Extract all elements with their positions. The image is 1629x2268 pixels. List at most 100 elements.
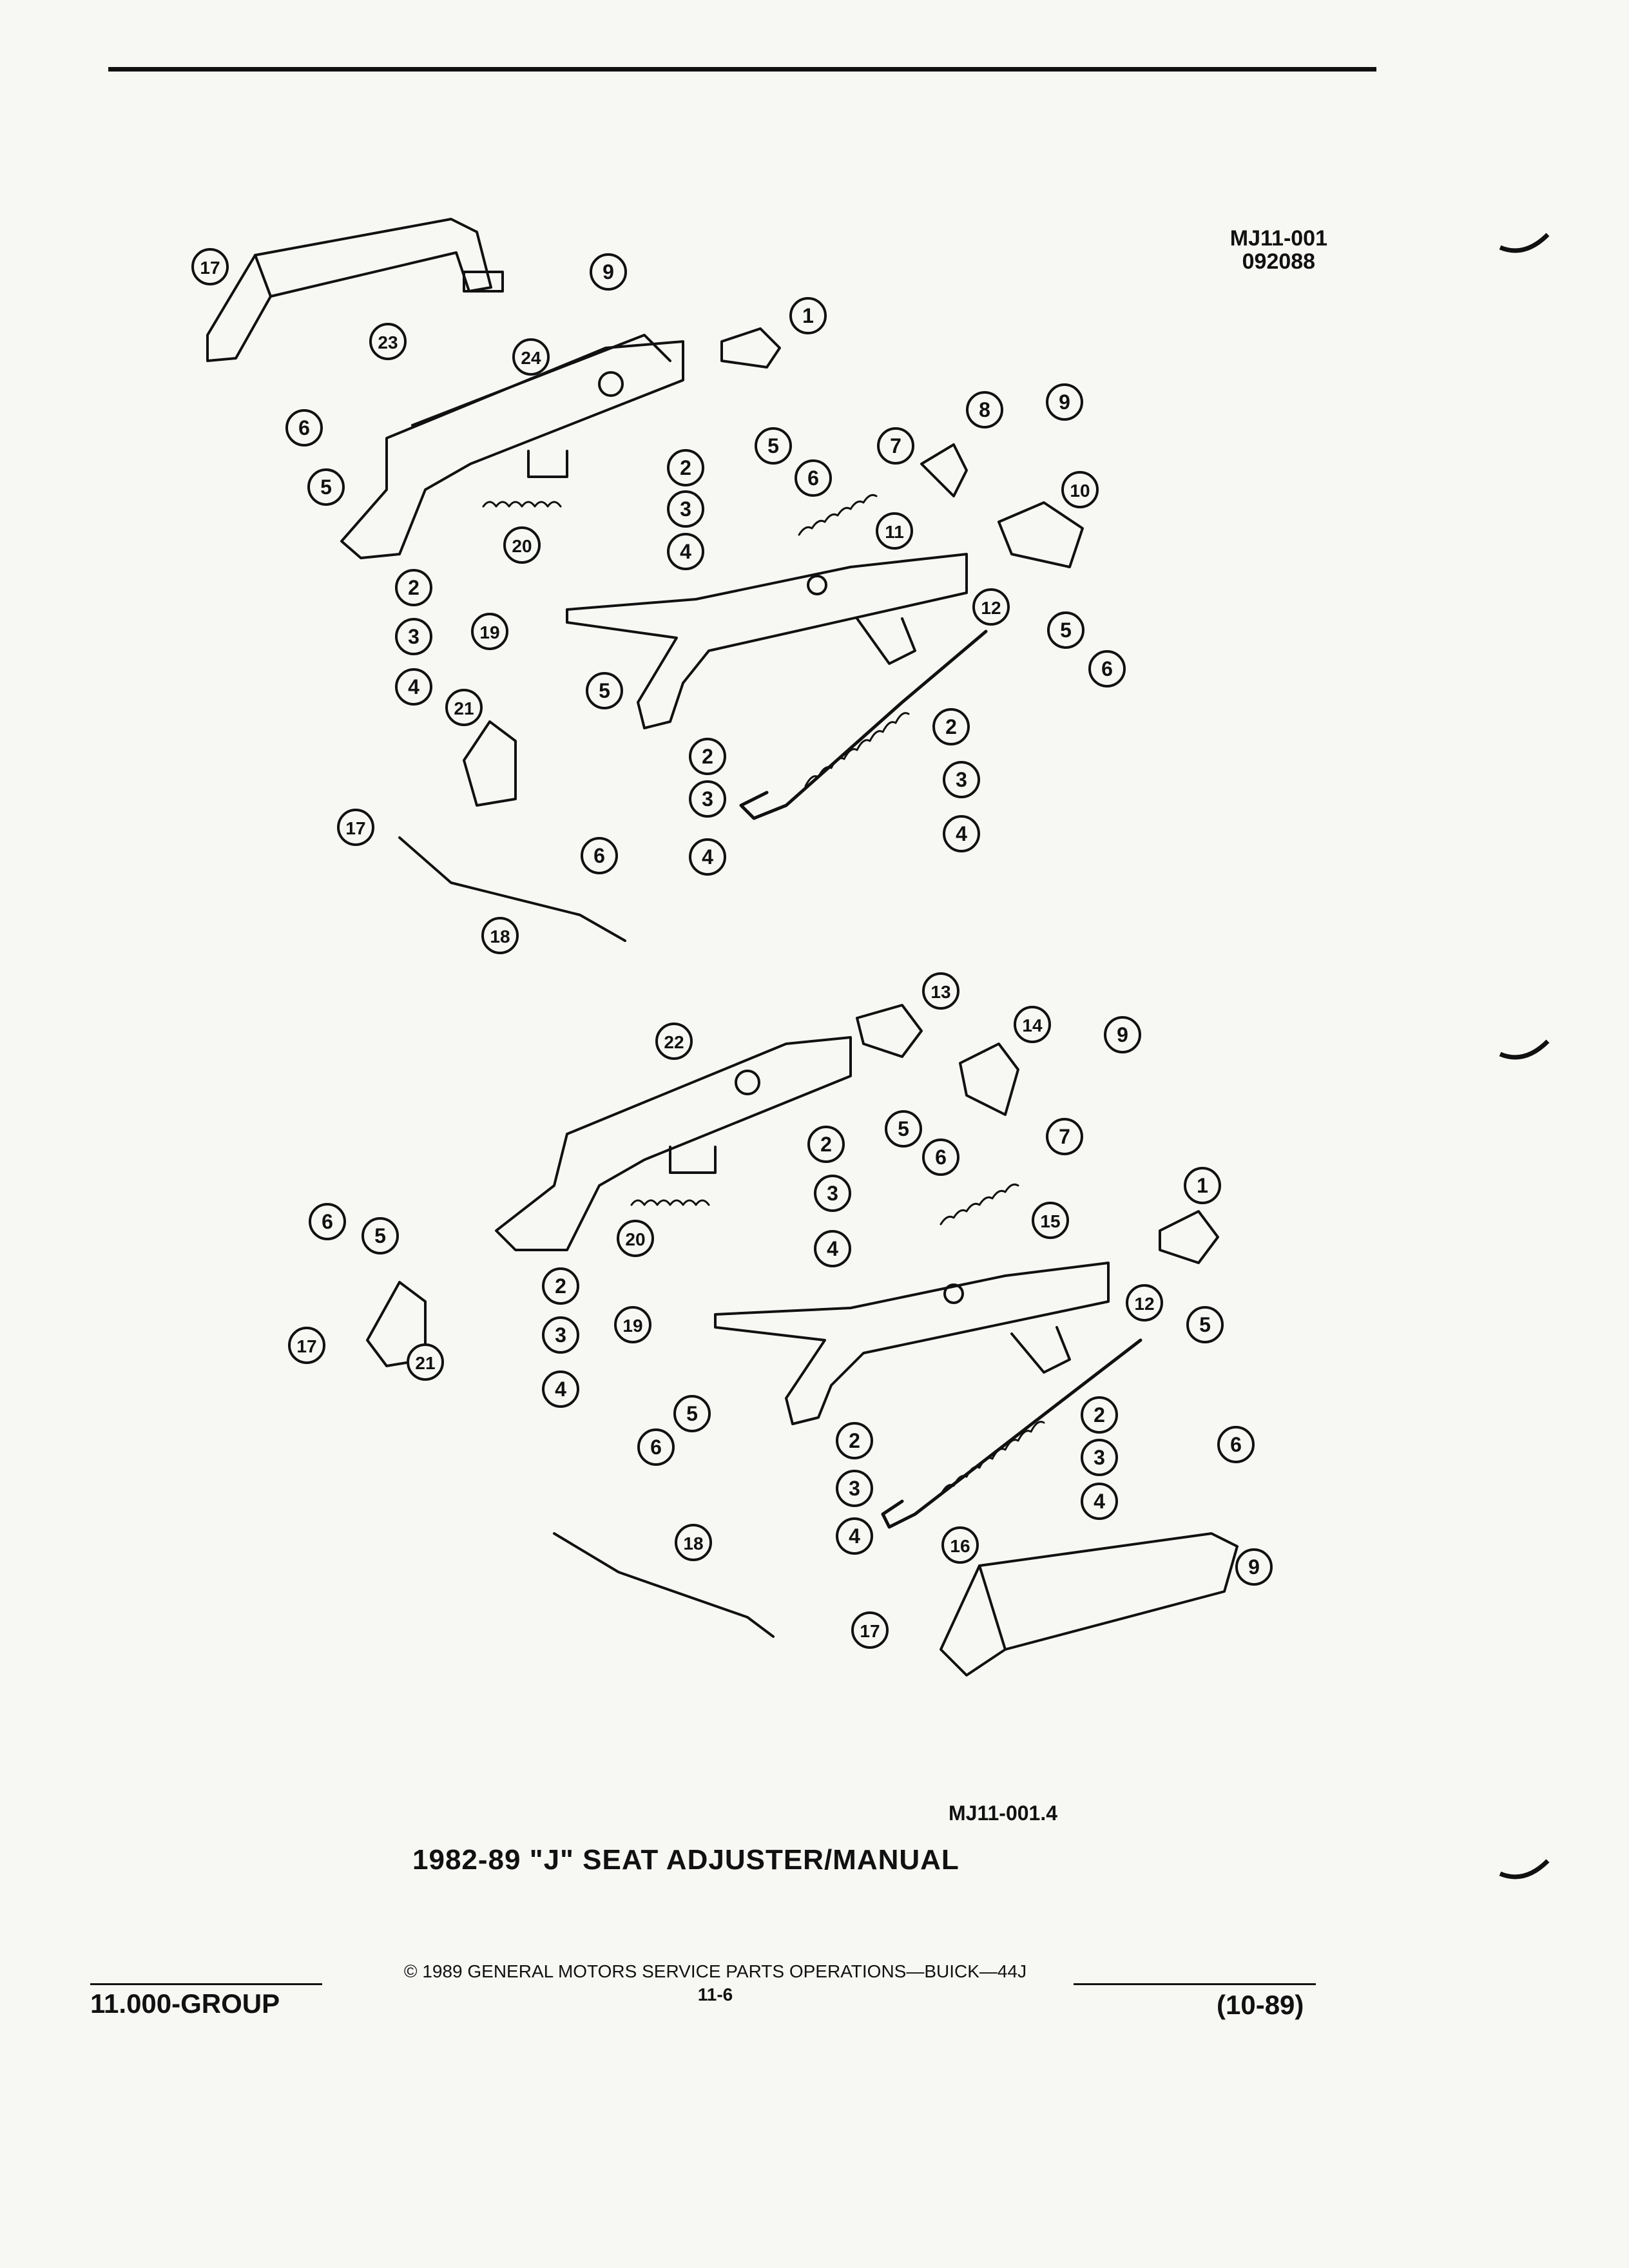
callout-number: 17 (345, 818, 365, 838)
cable-upper (398, 836, 626, 942)
footer-date: (10-89) (1217, 1990, 1304, 2020)
callout-2: 2 (932, 708, 970, 745)
callout-17: 17 (191, 248, 229, 285)
callout-number: 5 (599, 679, 610, 702)
callout-7: 7 (877, 427, 914, 465)
callout-3: 3 (814, 1175, 851, 1212)
callout-number: 3 (956, 768, 967, 791)
callout-number: 3 (680, 497, 691, 521)
seat-track-upper-left (340, 334, 684, 559)
callout-9: 9 (1046, 383, 1083, 421)
front-cover-lower (940, 1532, 1239, 1677)
callout-number: 6 (298, 416, 310, 439)
callout-number: 10 (1070, 481, 1090, 501)
callout-number: 12 (981, 598, 1001, 618)
callout-number: 2 (820, 1133, 832, 1156)
callout-10: 10 (1061, 471, 1099, 508)
seat-track-lower-left (495, 1036, 852, 1251)
callout-5: 5 (1186, 1306, 1224, 1343)
callout-number: 2 (945, 715, 957, 738)
callout-13: 13 (922, 972, 959, 1010)
callout-5: 5 (755, 427, 792, 465)
callout-4: 4 (542, 1370, 579, 1408)
callout-18: 18 (481, 917, 519, 954)
rear-cover-upper (206, 218, 504, 362)
callout-number: 3 (555, 1323, 566, 1347)
callout-number: 3 (849, 1477, 860, 1500)
callout-number: 2 (1094, 1403, 1105, 1427)
footer-page-number: 11-6 (697, 1984, 733, 2004)
callout-20: 20 (617, 1220, 654, 1257)
callout-3: 3 (667, 490, 704, 528)
callout-6: 6 (795, 459, 832, 497)
illustration-reference: MJ11-001 092088 (1230, 227, 1327, 273)
callout-number: 5 (686, 1402, 698, 1425)
callout-number: 16 (950, 1536, 970, 1556)
callout-2: 2 (689, 738, 726, 775)
callout-number: 22 (664, 1032, 684, 1052)
callout-number: 1 (802, 304, 814, 327)
callout-number: 6 (807, 466, 819, 490)
binding-mark-bottom (1499, 1859, 1550, 1879)
callout-3: 3 (836, 1470, 873, 1507)
callout-number: 9 (602, 260, 614, 284)
figure-title: 1982-89 "J" SEAT ADJUSTER/MANUAL (412, 1844, 959, 1876)
callout-18: 18 (675, 1524, 712, 1561)
callout-number: 14 (1022, 1015, 1043, 1035)
callout-3: 3 (943, 761, 980, 798)
callout-number: 1 (1197, 1174, 1208, 1197)
spring-lower (881, 1338, 1142, 1529)
callout-19: 19 (471, 613, 508, 650)
callout-number: 5 (1060, 619, 1072, 642)
figure-code: MJ11-001.4 (949, 1802, 1058, 1825)
callout-22: 22 (655, 1023, 693, 1060)
callout-number: 3 (408, 625, 419, 648)
callout-number: 15 (1040, 1211, 1060, 1231)
callout-number: 21 (415, 1353, 435, 1373)
reference-date: 092088 (1242, 249, 1316, 274)
callout-2: 2 (836, 1422, 873, 1459)
callout-14: 14 (1014, 1006, 1051, 1043)
callout-4: 4 (667, 533, 704, 570)
callout-number: 3 (827, 1182, 838, 1205)
callout-21: 21 (445, 689, 483, 726)
cable-lower (553, 1532, 775, 1638)
callout-6: 6 (309, 1203, 346, 1240)
callout-number: 4 (408, 675, 419, 698)
callout-6: 6 (1217, 1426, 1255, 1463)
spring-upper (739, 629, 988, 820)
callout-4: 4 (836, 1517, 873, 1555)
callout-number: 17 (296, 1336, 316, 1356)
callout-9: 9 (1235, 1548, 1273, 1586)
callout-5: 5 (1047, 611, 1084, 649)
callout-3: 3 (689, 780, 726, 818)
callout-5: 5 (361, 1217, 399, 1254)
callout-24: 24 (512, 338, 550, 376)
callout-2: 2 (1081, 1396, 1118, 1434)
callout-6: 6 (1088, 650, 1126, 687)
callout-number: 2 (680, 456, 691, 479)
callout-4: 4 (814, 1230, 851, 1267)
callout-number: 17 (860, 1621, 880, 1641)
footer-copyright: © 1989 GENERAL MOTORS SERVICE PARTS OPER… (403, 1961, 1027, 1981)
footer-center: © 1989 GENERAL MOTORS SERVICE PARTS OPER… (348, 1961, 1083, 2005)
callout-1: 1 (1184, 1167, 1221, 1204)
callout-number: 12 (1134, 1294, 1154, 1314)
callout-12: 12 (1126, 1284, 1163, 1321)
callout-19: 19 (614, 1306, 651, 1343)
callout-17: 17 (851, 1611, 889, 1649)
callout-number: 5 (374, 1224, 386, 1247)
callout-number: 9 (1117, 1023, 1128, 1046)
callout-number: 4 (827, 1237, 838, 1260)
callout-3: 3 (1081, 1439, 1118, 1476)
callout-number: 9 (1248, 1555, 1260, 1579)
callout-7: 7 (1046, 1118, 1083, 1155)
callout-6: 6 (285, 409, 323, 447)
callout-number: 6 (322, 1210, 333, 1233)
footer-left-rule (90, 1983, 322, 1985)
callout-number: 11 (885, 522, 904, 542)
callout-2: 2 (542, 1267, 579, 1305)
callout-number: 4 (555, 1378, 566, 1401)
callout-5: 5 (885, 1110, 922, 1148)
